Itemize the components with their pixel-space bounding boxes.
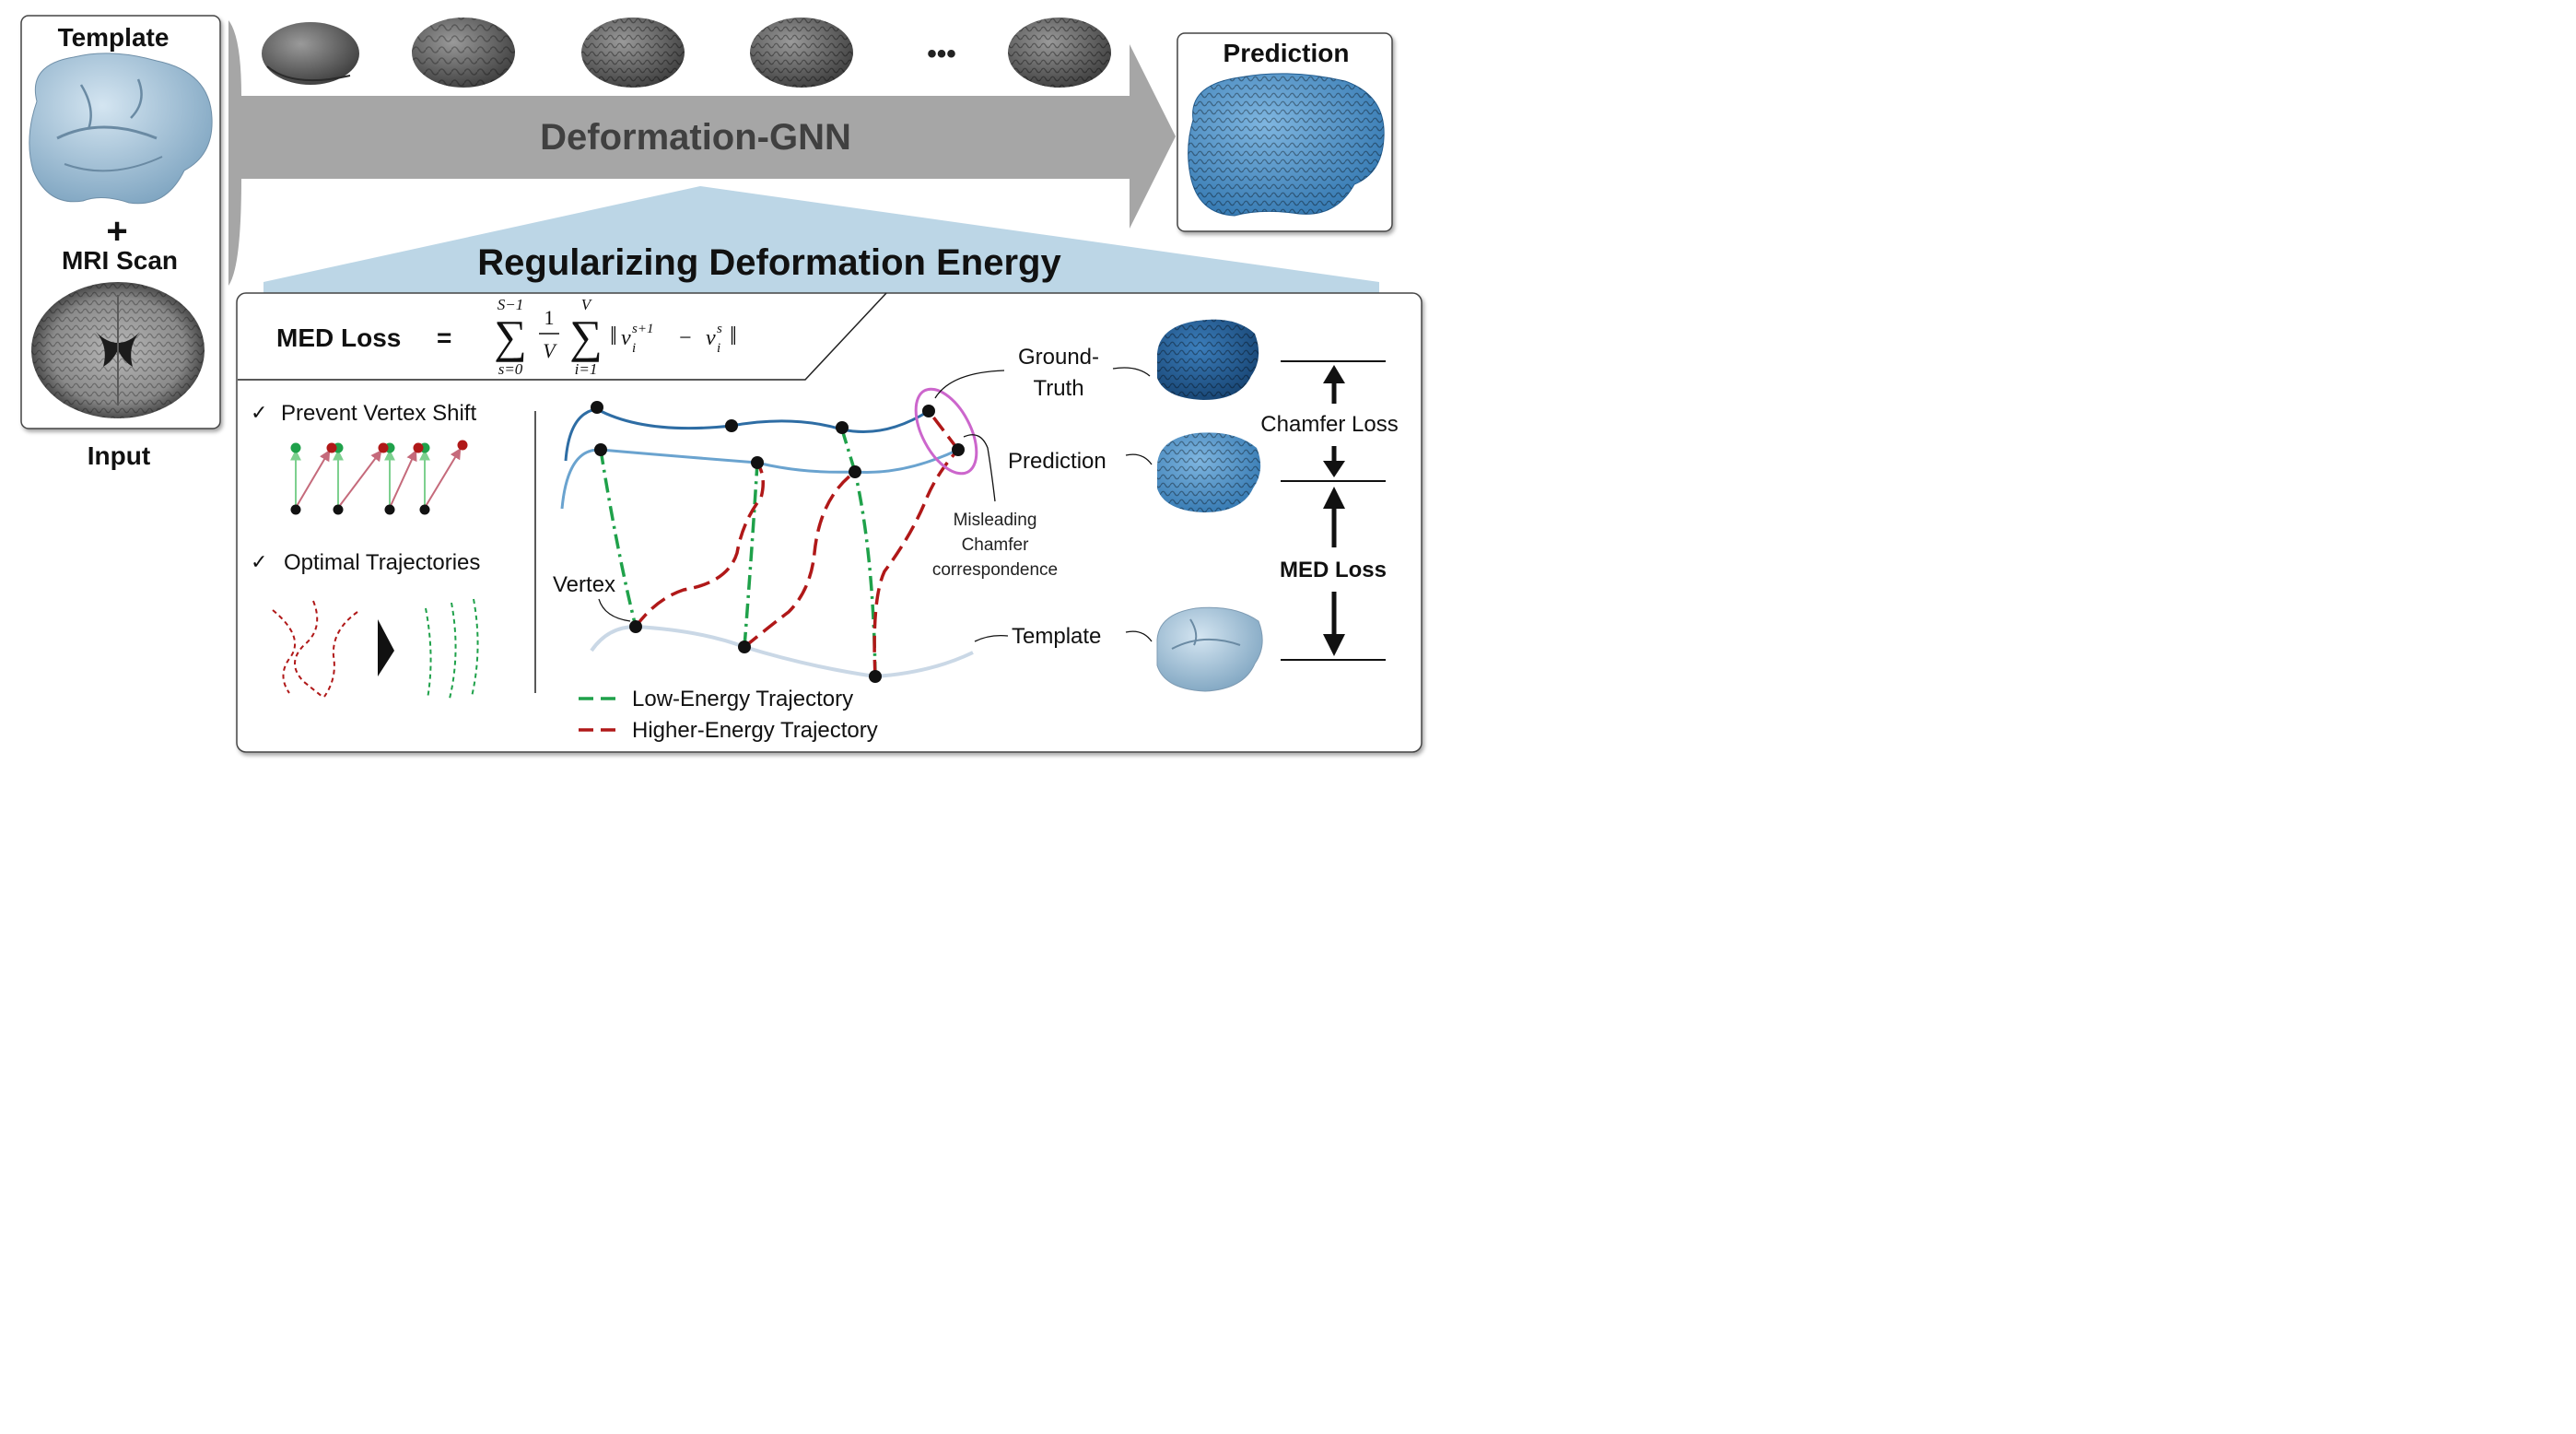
misleading-label-line2: Chamfer [962, 535, 1030, 555]
v-term-2: v [706, 326, 716, 350]
v-term-2-sup: s [717, 322, 722, 336]
equals-sign: = [437, 323, 451, 352]
v-term-2-sub: i [717, 341, 720, 356]
v-term-1-sup: s+1 [632, 322, 653, 336]
prediction-panel: Prediction [1177, 32, 1393, 232]
diagram-canvas: Deformation-GNN ••• Template [20, 15, 1423, 753]
sum1-symbol: ∑ [494, 311, 527, 362]
vertex-points [591, 401, 965, 683]
checkmark-icon: ✓ [251, 401, 267, 424]
vertex-label: Vertex [553, 572, 615, 597]
prediction-label: Prediction [1008, 449, 1107, 474]
plus-sign: + [106, 211, 127, 252]
frac-denominator: V [543, 339, 557, 362]
prediction-brain-small-icon [1157, 432, 1261, 512]
checkmark-icon: ✓ [251, 550, 267, 573]
brain-icon [750, 18, 853, 88]
brain-icon [412, 18, 515, 88]
trajectory-legend: Low-Energy Trajectory Higher-Energy Traj… [579, 687, 878, 743]
benefit-optimal-trajectories: Optimal Trajectories [284, 550, 480, 575]
template-title: Template [58, 23, 170, 52]
chamfer-loss-label: Chamfer Loss [1260, 412, 1398, 437]
detail-panel [236, 292, 1423, 753]
legend-high-energy: Higher-Energy Trajectory [632, 718, 878, 743]
trajectory-comparison-illustration [272, 598, 479, 699]
input-panel: Template + MRI Scan Input [20, 15, 221, 470]
misleading-label-line3: correspondence [932, 560, 1058, 580]
sum2-lower: i=1 [575, 360, 598, 378]
v-term-1: v [621, 326, 631, 350]
sum2-symbol: ∑ [569, 311, 603, 362]
arrowhead-icon [378, 619, 394, 676]
med-formula: MED Loss = S−1 ∑ s=0 1 V V ∑ i=1 ‖ v s+1… [276, 296, 737, 378]
trajectory-plot: Vertex Ground- Truth Prediction Template… [553, 345, 1153, 743]
brain-icon [581, 18, 685, 88]
brain-icon [1008, 18, 1111, 88]
frac-numerator: 1 [544, 306, 555, 329]
brain-progression: ••• [262, 18, 1111, 88]
ground-truth-brain-icon [1157, 319, 1259, 400]
legend-low-energy: Low-Energy Trajectory [632, 687, 853, 711]
loss-scale: Chamfer Loss MED Loss [1260, 360, 1399, 661]
norm-open: ‖ [610, 323, 617, 351]
brain-icon [262, 22, 359, 85]
norm-close: ‖ [730, 323, 737, 351]
sum1-lower: s=0 [498, 360, 523, 378]
regularizer-band [263, 186, 1379, 295]
template-brain-icon [29, 53, 213, 205]
template-brain-small-icon [1156, 606, 1263, 692]
high-energy-trajectories [634, 409, 960, 677]
ellipsis: ••• [927, 39, 956, 69]
prediction-title: Prediction [1224, 39, 1350, 67]
minus-sign: − [679, 326, 692, 350]
template-label: Template [1012, 624, 1101, 649]
ground-truth-label-line2: Truth [1033, 376, 1083, 401]
mri-title: MRI Scan [62, 246, 178, 275]
med-loss-scale-label: MED Loss [1280, 558, 1387, 582]
med-loss-label: MED Loss [276, 323, 401, 352]
process-arrow [228, 20, 1176, 286]
ground-truth-label-line1: Ground- [1018, 345, 1099, 370]
sum1-upper: S−1 [498, 296, 523, 313]
prediction-brain-icon [1188, 73, 1385, 217]
sum2-upper: V [581, 296, 593, 313]
misleading-highlight [914, 387, 978, 476]
regularizer-title: Regularizing Deformation Energy [477, 242, 1061, 283]
gnn-label: Deformation-GNN [540, 117, 851, 158]
misleading-label-line1: Misleading [954, 511, 1037, 530]
vertex-shift-illustration [290, 440, 468, 515]
mri-slice-icon [31, 282, 205, 418]
benefits-list: ✓ Prevent Vertex Shift [251, 401, 480, 699]
v-term-1-sub: i [632, 341, 636, 356]
benefit-vertex-shift: Prevent Vertex Shift [281, 401, 476, 426]
input-caption: Input [88, 441, 150, 470]
